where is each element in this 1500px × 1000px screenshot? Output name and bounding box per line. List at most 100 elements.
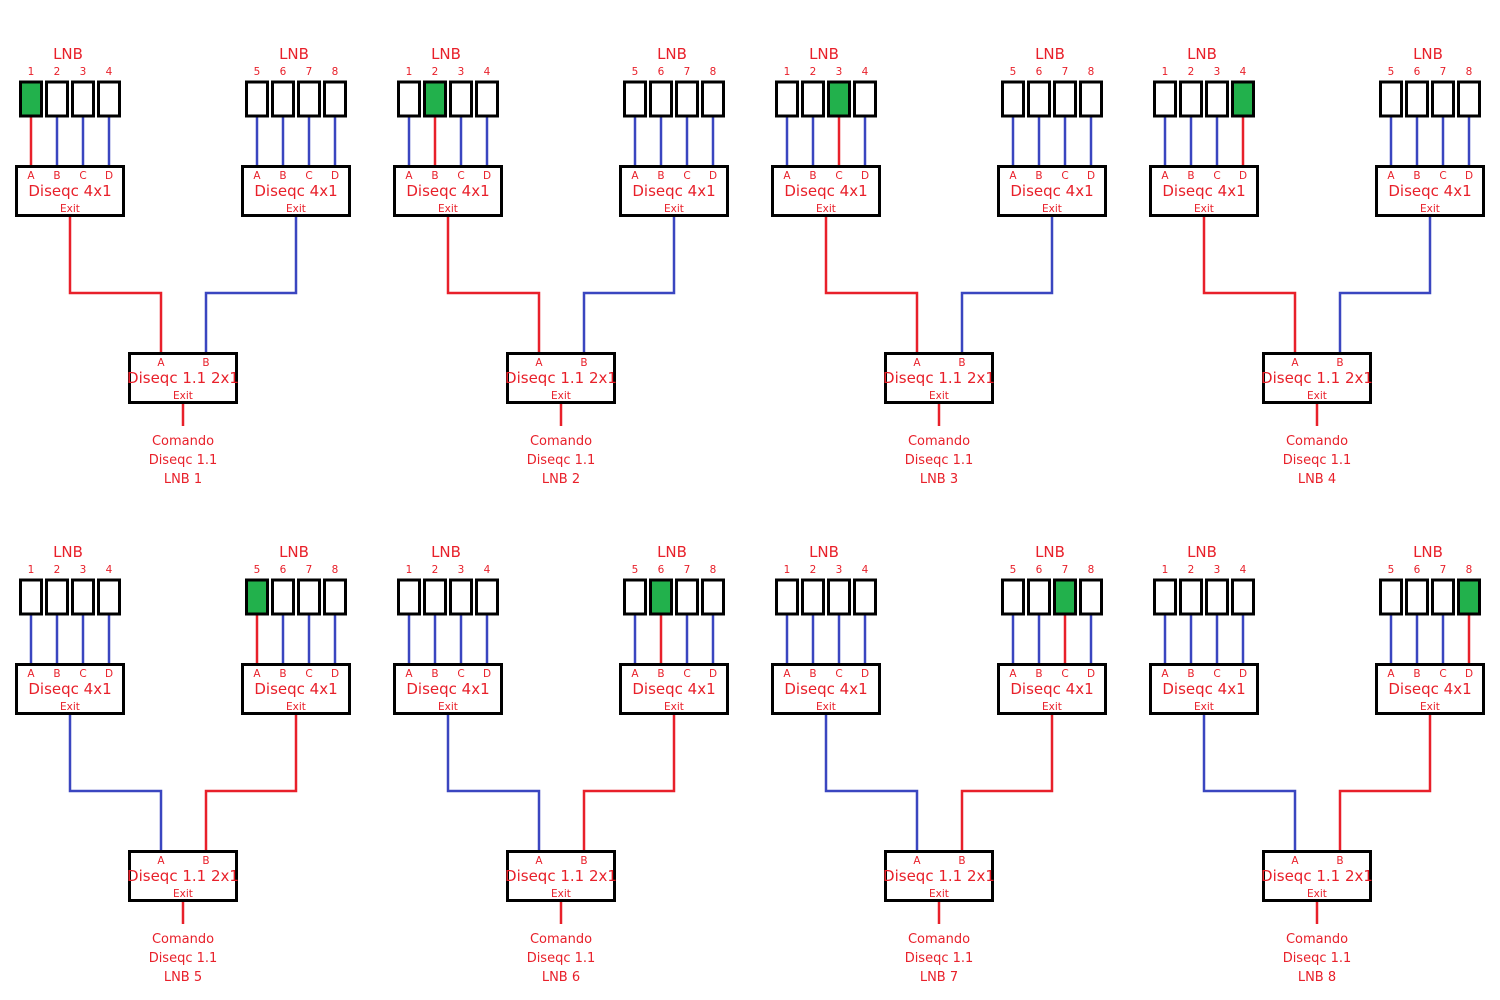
lnb-input-box [397,578,421,616]
switch-connection-line [68,715,163,851]
lnb-input-box [1405,578,1429,616]
port-label: C [1439,668,1446,680]
exit-label: Exit [173,888,193,900]
diseqc-4x1-label: Diseqc 4x1 [784,680,867,698]
port-label: B [202,855,209,867]
lnb-input-box [1001,578,1025,616]
lnb-input-box [1179,80,1203,118]
lnb-number-label: 8 [1466,564,1473,576]
port-label: B [1336,855,1343,867]
lnb-input-box [423,578,447,616]
lnb-label: LNB [431,543,461,561]
command-lnb-label: LNB 6 [542,970,580,985]
port-label: B [1035,170,1042,182]
command-label: Comando [908,932,970,947]
lnb-number-label: 5 [1010,66,1017,78]
port-label: C [79,170,86,182]
port-label: A [253,668,261,680]
lnb-label: LNB [1035,543,1065,561]
port-label: B [809,170,816,182]
lnb-number-label: 4 [862,66,869,78]
lnb-input-box [853,80,877,118]
diseqc-4x1-box [997,663,1107,715]
lnb-number-label: 8 [1088,564,1095,576]
lnb-input-box [801,578,825,616]
lnb-number-label: 8 [332,564,339,576]
command-lnb-label: LNB 2 [542,472,580,487]
diseqc-4x1-box [771,165,881,217]
command-label: Diseqc 1.1 [1283,951,1352,966]
port-label: A [157,855,165,867]
diseqc-4x1-label: Diseqc 4x1 [28,680,111,698]
port-label: A [631,170,639,182]
lnb-label: LNB [809,543,839,561]
diseqc-4x1-label: Diseqc 4x1 [632,182,715,200]
lnb-input-box [1079,80,1103,118]
lnb-label: LNB [279,543,309,561]
lnb-input-box [1001,80,1025,118]
lnb-number-label: 8 [710,66,717,78]
diseqc-4x1-box [619,663,729,715]
port-label: C [1061,668,1068,680]
switch-connection-line [1338,715,1432,851]
lnb-number-label: 2 [432,564,439,576]
diseqc-4x1-box [15,663,125,715]
diseqc-4x1-label: Diseqc 4x1 [1010,182,1093,200]
port-label: A [535,357,543,369]
diseqc-2x1-box [884,352,994,404]
lnb-number-label: 7 [1062,66,1069,78]
lnb-input-box [71,80,95,118]
lnb-label: LNB [1035,45,1065,63]
lnb-input-box [1153,578,1177,616]
exit-label: Exit [551,888,571,900]
lnb-input-box [775,80,799,118]
diseqc-4x1-box [619,165,729,217]
port-label: D [709,668,717,680]
lnb-number-label: 4 [106,564,113,576]
lnb-input-box-selected [649,578,673,616]
exit-label: Exit [664,203,684,215]
lnb-number-label: 3 [1214,564,1221,576]
lnb-number-label: 3 [458,66,465,78]
lnb-input-box [1431,80,1455,118]
port-label: D [1465,668,1473,680]
lnb-number-label: 1 [1162,66,1169,78]
lnb-number-label: 3 [80,66,87,78]
port-label: B [958,357,965,369]
diseqc-4x1-box [997,165,1107,217]
lnb-number-label: 3 [458,564,465,576]
lnb-number-label: 1 [28,564,35,576]
lnb-input-box [297,80,321,118]
port-label: B [1336,357,1343,369]
switch-connection-line [68,217,163,353]
lnb-input-box [449,578,473,616]
switch-connection-line [204,217,298,353]
diseqc-2x1-box [506,850,616,902]
lnb-number-label: 5 [254,564,261,576]
lnb-input-box-selected [423,80,447,118]
port-label: D [105,170,113,182]
port-label: D [483,170,491,182]
port-label: C [457,170,464,182]
port-label: A [1009,170,1017,182]
lnb-label: LNB [431,45,461,63]
lnb-number-label: 6 [280,564,287,576]
diseqc-4x1-label: Diseqc 4x1 [632,680,715,698]
switch-connection-line [1202,217,1297,353]
exit-label: Exit [816,203,836,215]
port-label: B [1035,668,1042,680]
port-label: A [913,855,921,867]
port-label: C [305,170,312,182]
port-label: A [1387,170,1395,182]
lnb-input-box [1379,80,1403,118]
command-label: Comando [1286,932,1348,947]
command-lnb-label: LNB 7 [920,970,958,985]
lnb-number-label: 3 [836,66,843,78]
lnb-label: LNB [279,45,309,63]
exit-label: Exit [551,390,571,402]
lnb-input-box [271,578,295,616]
switch-connection-line [446,715,541,851]
lnb-number-label: 1 [28,66,35,78]
